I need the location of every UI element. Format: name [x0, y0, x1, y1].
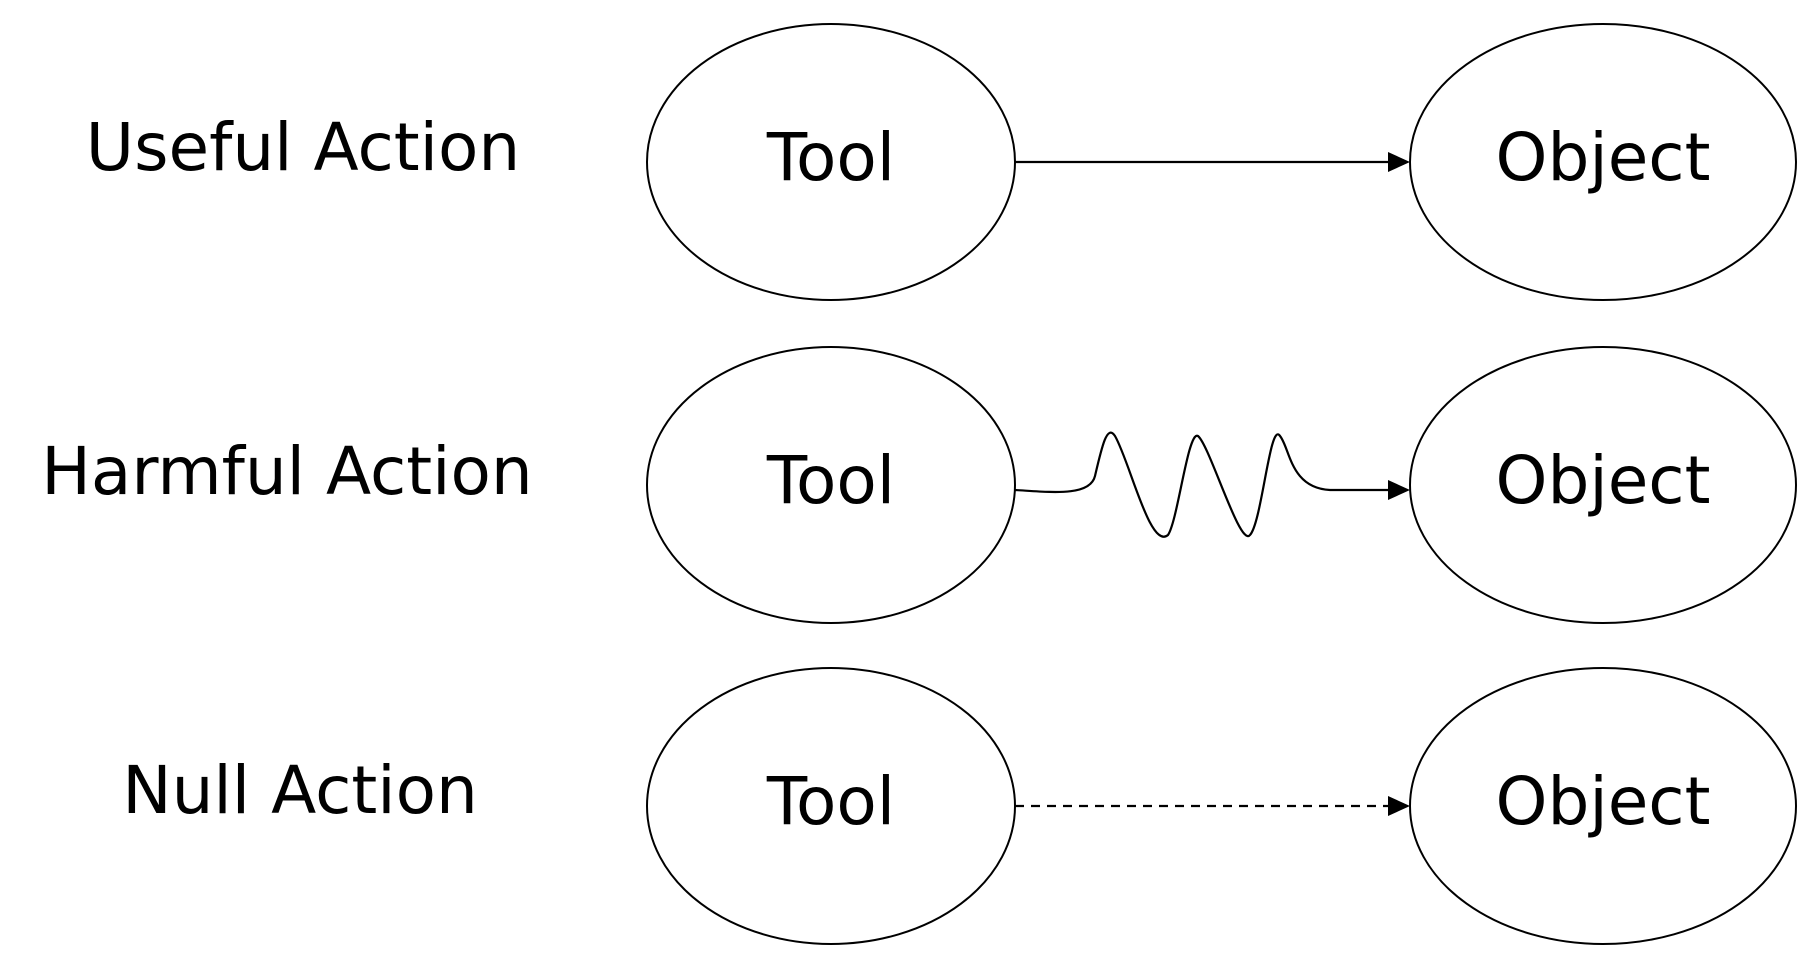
- useful-action-arrowhead: [1388, 152, 1410, 172]
- row-label-harmful-action: Harmful Action: [41, 433, 532, 510]
- object-node-null-label: Object: [1496, 763, 1711, 840]
- tool-node-harmful: Tool: [646, 346, 1016, 624]
- object-node-harmful: Object: [1409, 346, 1797, 624]
- tool-node-useful-label: Tool: [766, 119, 895, 196]
- object-node-harmful-label: Object: [1496, 442, 1711, 519]
- row-label-useful-action: Useful Action: [86, 109, 520, 186]
- harmful-action-wavy-line: [1014, 431, 1390, 538]
- object-node-null: Object: [1409, 667, 1797, 945]
- row-label-null-action: Null Action: [122, 752, 478, 829]
- tool-node-null-label: Tool: [766, 763, 895, 840]
- object-node-useful-label: Object: [1496, 119, 1711, 196]
- harmful-action-arrowhead: [1388, 480, 1410, 500]
- tool-node-null: Tool: [646, 667, 1016, 945]
- object-node-useful-shape: [1409, 23, 1797, 301]
- object-node-null-shape: [1409, 667, 1797, 945]
- row-useful-action: Useful Action Tool Object: [86, 23, 1797, 301]
- object-node-useful: Object: [1409, 23, 1797, 301]
- object-node-harmful-shape: [1409, 346, 1797, 624]
- tool-node-harmful-shape: [646, 346, 1016, 624]
- null-action-arrowhead: [1388, 796, 1410, 816]
- tool-node-harmful-label: Tool: [766, 442, 895, 519]
- tool-node-useful: Tool: [646, 23, 1016, 301]
- row-harmful-action: Harmful Action Tool Object: [41, 346, 1797, 624]
- row-null-action: Null Action Tool Object: [122, 667, 1797, 945]
